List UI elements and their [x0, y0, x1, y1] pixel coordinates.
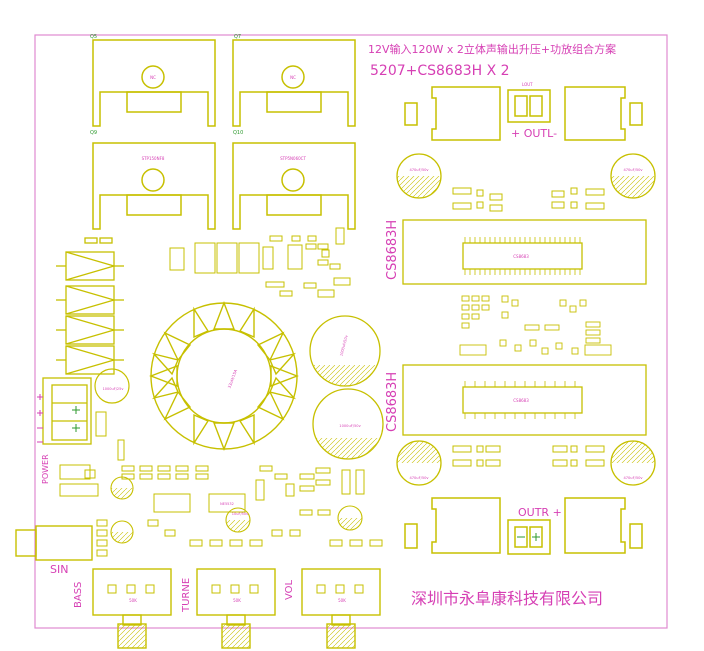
cap-470-top-right-value: 470uF/50v — [623, 168, 643, 172]
q7-nc: NC — [290, 75, 296, 80]
inductor-toroid — [149, 301, 299, 451]
board-title: 12V输入120W x 2立体声输出升压+功放组合方案 — [368, 43, 617, 56]
pot-pins — [107, 584, 364, 594]
cap-10-label: 10uF/50v — [232, 512, 248, 516]
out-caps-right — [404, 497, 643, 555]
booster-components — [169, 227, 351, 298]
q5-nc: NC — [150, 75, 156, 80]
ic-upper-pins — [464, 237, 581, 275]
bass-label: BASS — [73, 581, 84, 608]
cap-1000-lower-value: 1000uF/50v — [339, 424, 361, 428]
pot-vol — [301, 568, 381, 649]
outr-pins — [517, 533, 540, 541]
left-polarity-marks — [37, 394, 43, 443]
cap-1000-lower — [312, 388, 384, 460]
smd-cluster-top — [452, 187, 605, 212]
cap-1000-upper-value: 1000uF/50v — [339, 334, 349, 357]
company-name: 深圳市永阜康科技有限公司 — [411, 589, 604, 608]
q10-part: STP5N060CT — [280, 156, 306, 161]
sin-label: SIN — [50, 563, 69, 576]
power-terminal — [42, 377, 92, 445]
smd-grid-middle — [459, 295, 612, 356]
cap-470-bottom-right-value: 470uF/50v — [623, 476, 643, 480]
audio-jack — [15, 525, 93, 561]
q9-part: STP150NF8 — [142, 156, 165, 161]
power-terminal-marks — [72, 406, 80, 432]
pot-vol-value: 50K — [338, 598, 346, 603]
chip-combo: 5207+CS8683H X 2 — [370, 63, 510, 79]
mosfet-q10 — [232, 142, 356, 230]
pot-turne-value: 50K — [233, 598, 241, 603]
cap-1000-upper — [309, 315, 381, 387]
ic-upper-outline — [402, 219, 647, 285]
mosfet-q9 — [92, 142, 216, 230]
pot-bass-value: 50K — [129, 598, 137, 603]
cap-470-bottom-left-fill — [397, 441, 441, 463]
vol-label: VOL — [284, 579, 295, 600]
ic-lower-pins — [464, 381, 576, 419]
cap-470-top-left-value: 470uF/50v — [409, 168, 429, 172]
ic-lower-chip: CS8683 — [513, 398, 529, 403]
cap-1000-lower-fill — [316, 438, 380, 459]
mosfet-q5 — [92, 39, 216, 127]
out-left-label: + OUTL- — [511, 127, 558, 140]
power-label: POWER — [41, 454, 50, 484]
cap-470-bottom-left-value: 470uF/50v — [409, 476, 429, 480]
lout-label: LOUT — [522, 82, 533, 87]
mosfet-q7 — [232, 39, 356, 127]
q10-label: Q10 — [233, 130, 243, 136]
cap-10-mid — [94, 368, 130, 404]
q7-label: Q7 — [234, 34, 241, 40]
turne-label: TURNE — [181, 577, 192, 612]
ic-upper-label: CS8683H — [385, 219, 400, 280]
pot-turne — [196, 568, 276, 649]
diode-strip — [56, 237, 124, 375]
q9-label: Q9 — [90, 130, 97, 136]
ic-lower-label: CS8683H — [385, 371, 400, 432]
ic-upper-chip: CS8683 — [513, 254, 529, 259]
cap-470-bottom-right-fill — [611, 441, 655, 463]
out-caps-left — [404, 86, 643, 141]
inductor-value: 33uH/15A — [227, 368, 239, 389]
cap-470-top-left-fill — [397, 176, 441, 198]
preamp-components — [59, 411, 383, 557]
pot-bass — [92, 568, 172, 649]
ic-lower-outline — [402, 364, 647, 436]
cap-1000-25-value: 1000uF/25v — [103, 387, 124, 391]
ne5532-label: NE5532 — [220, 502, 234, 506]
cap-470-top-right-fill — [611, 176, 655, 198]
q5-label: Q5 — [90, 34, 97, 40]
smd-cluster-bottom — [452, 445, 605, 467]
out-right-label: OUTR + — [518, 506, 562, 519]
cap-1000-upper-fill — [313, 365, 377, 386]
